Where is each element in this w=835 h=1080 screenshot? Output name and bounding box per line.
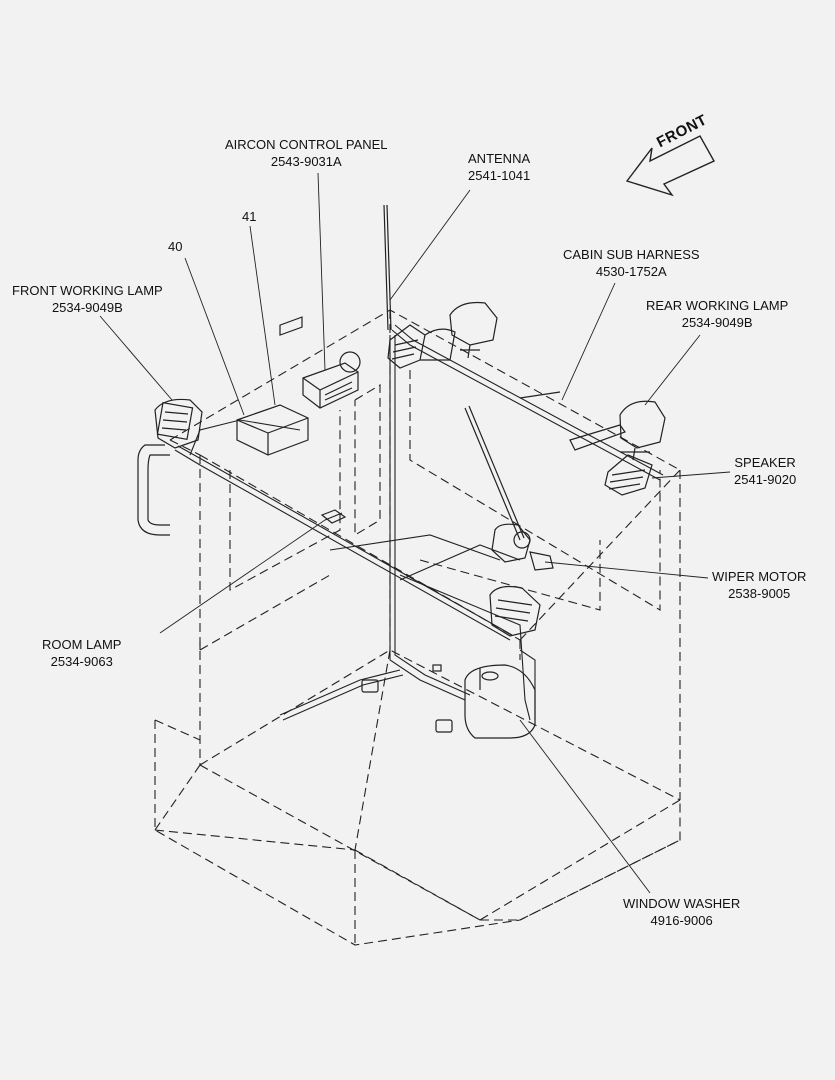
cabin-sub-harness-label: CABIN SUB HARNESS 4530-1752A xyxy=(563,246,700,280)
room-lamp-name: ROOM LAMP xyxy=(42,637,122,652)
speaker-name: SPEAKER xyxy=(734,455,796,470)
wiper-motor-label: WIPER MOTOR 2538-9005 xyxy=(712,568,806,602)
front-working-lamp-label: FRONT WORKING LAMP 2534-9049B xyxy=(12,282,163,316)
front-working-lamp-part: 2534-9049B xyxy=(51,300,123,315)
bracket-graphic xyxy=(519,391,626,451)
harness-wires xyxy=(174,324,664,721)
rear-working-lamp-graphic xyxy=(619,400,666,461)
aircon-part: 2543-9031A xyxy=(270,154,342,169)
aircon-control-panel-label: AIRCON CONTROL PANEL 2543-9031A xyxy=(225,136,388,170)
front-arrow xyxy=(625,135,715,197)
speaker-part: 2541-9020 xyxy=(734,472,797,487)
rear-working-lamp-name: REAR WORKING LAMP xyxy=(646,298,789,313)
rear-working-lamp-part: 2534-9049B xyxy=(681,315,753,330)
front-working-lamp-graphic xyxy=(137,398,203,536)
rear-working-lamp-label: REAR WORKING LAMP 2534-9049B xyxy=(646,297,788,331)
speaker-rear-graphic xyxy=(604,454,653,496)
leader-lines xyxy=(99,172,731,894)
antenna-graphic xyxy=(339,204,392,373)
front-working-lamp-name: FRONT WORKING LAMP xyxy=(12,283,163,298)
window-washer-label: WINDOW WASHER 4916-9006 xyxy=(623,895,740,929)
connectors-graphic xyxy=(361,664,453,733)
item-41-label: 41 xyxy=(242,209,257,224)
room-lamp-graphic xyxy=(320,509,347,524)
wiper-motor-name: WIPER MOTOR xyxy=(712,569,807,584)
wiper-graphic xyxy=(464,405,554,571)
wiper-motor-part: 2538-9005 xyxy=(728,586,791,601)
speaker-label: SPEAKER 2541-9020 xyxy=(734,454,796,488)
window-washer-graphic xyxy=(464,664,536,739)
window-washer-name: WINDOW WASHER xyxy=(623,896,741,911)
cabin-sub-harness-part: 4530-1752A xyxy=(595,264,667,279)
rear-lamp-1-graphic xyxy=(449,301,498,359)
antenna-name: ANTENNA xyxy=(468,151,531,166)
radio-unit-graphic xyxy=(236,316,309,456)
cabin-sub-harness-name: CABIN SUB HARNESS xyxy=(563,247,700,262)
cabin-frame xyxy=(154,309,681,946)
aircon-name: AIRCON CONTROL PANEL xyxy=(225,137,388,152)
antenna-label: ANTENNA 2541-1041 xyxy=(468,150,530,184)
room-lamp-part: 2534-9063 xyxy=(50,654,113,669)
item-40-label: 40 xyxy=(168,239,183,254)
room-lamp-label: ROOM LAMP 2534-9063 xyxy=(42,636,121,670)
center-lamp-graphic xyxy=(489,585,541,637)
speaker-front-graphic xyxy=(387,324,456,369)
aircon-panel-graphic xyxy=(302,362,359,409)
antenna-part: 2541-1041 xyxy=(468,168,531,183)
window-washer-part: 4916-9006 xyxy=(650,913,713,928)
